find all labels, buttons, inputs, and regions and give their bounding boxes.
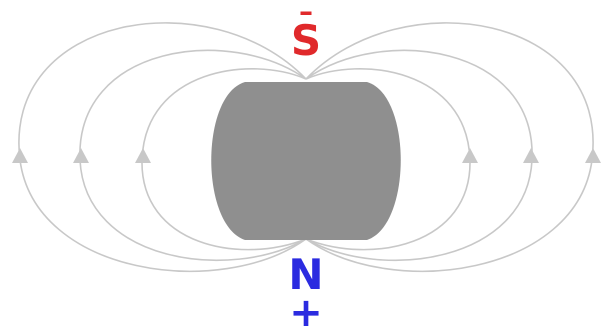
south-pole-label: S — [286, 20, 326, 62]
arrow-up-icon — [585, 148, 601, 163]
arrow-up-icon — [523, 148, 539, 163]
magnet-body — [211, 82, 401, 240]
arrow-up-icon — [73, 148, 89, 163]
arrow-up-icon — [12, 148, 28, 163]
arrow-up-icon — [135, 148, 151, 163]
arrow-up-icon — [462, 148, 478, 163]
north-pole-sign: + — [286, 293, 326, 333]
